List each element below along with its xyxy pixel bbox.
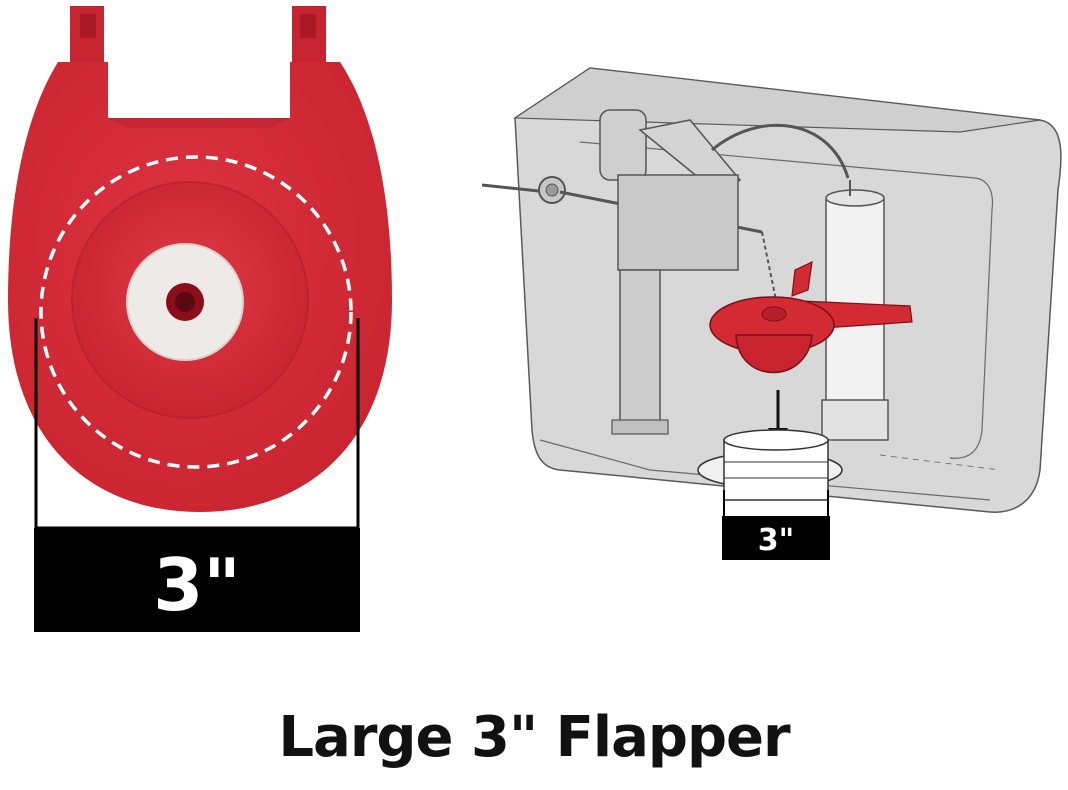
handle-rod [481, 183, 549, 194]
dimension-label-box [34, 528, 360, 632]
flapper-chain [761, 231, 777, 301]
tank-dimension-box [722, 516, 830, 560]
product-caption: Large 3" Flapper [278, 705, 790, 770]
flush-valve-seat [697, 429, 843, 501]
dimension-label: 3" [153, 543, 241, 627]
fill-valve [599, 109, 742, 435]
flapper-in-tank [709, 260, 913, 374]
flapper-photo: 3" [8, 6, 392, 632]
tank-diagram: 3" [481, 67, 1062, 560]
seal-outline [39, 155, 353, 469]
tank-dimension-label: 3" [758, 523, 795, 558]
